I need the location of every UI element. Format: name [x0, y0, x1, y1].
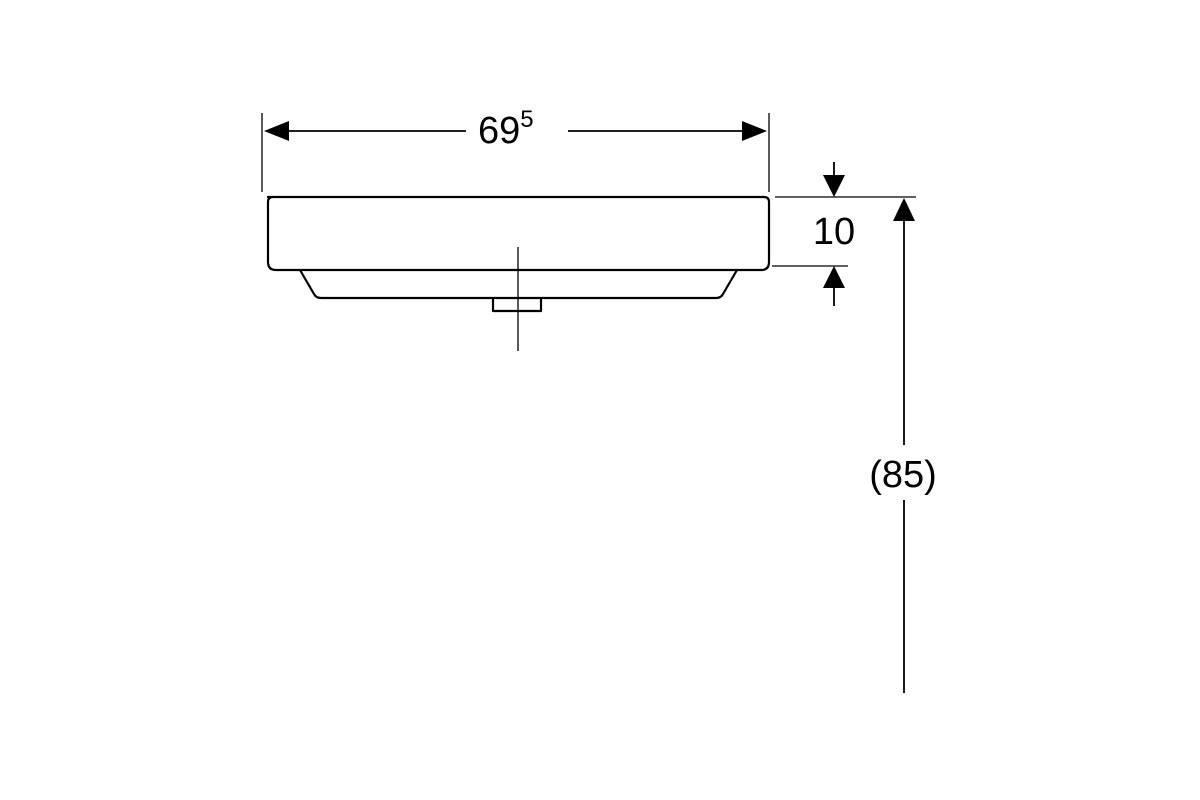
- drain-outlet: [491, 298, 543, 313]
- rim-height-dimension: [772, 162, 916, 306]
- width-dimension: [261, 113, 770, 192]
- width-superscript: 5: [520, 106, 533, 133]
- rim-arrow-bottom: [823, 266, 845, 288]
- width-arrow-left: [264, 121, 289, 141]
- width-value: 69: [478, 110, 520, 152]
- width-arrow-right: [742, 121, 767, 141]
- rim-height-label: 10: [813, 211, 855, 253]
- mount-height-dimension: [893, 198, 915, 693]
- mount-arrow-top: [893, 198, 915, 221]
- mount-height-label: (85): [869, 454, 937, 496]
- width-dimension-label: 695: [478, 106, 534, 152]
- rim-arrow-top: [823, 175, 845, 197]
